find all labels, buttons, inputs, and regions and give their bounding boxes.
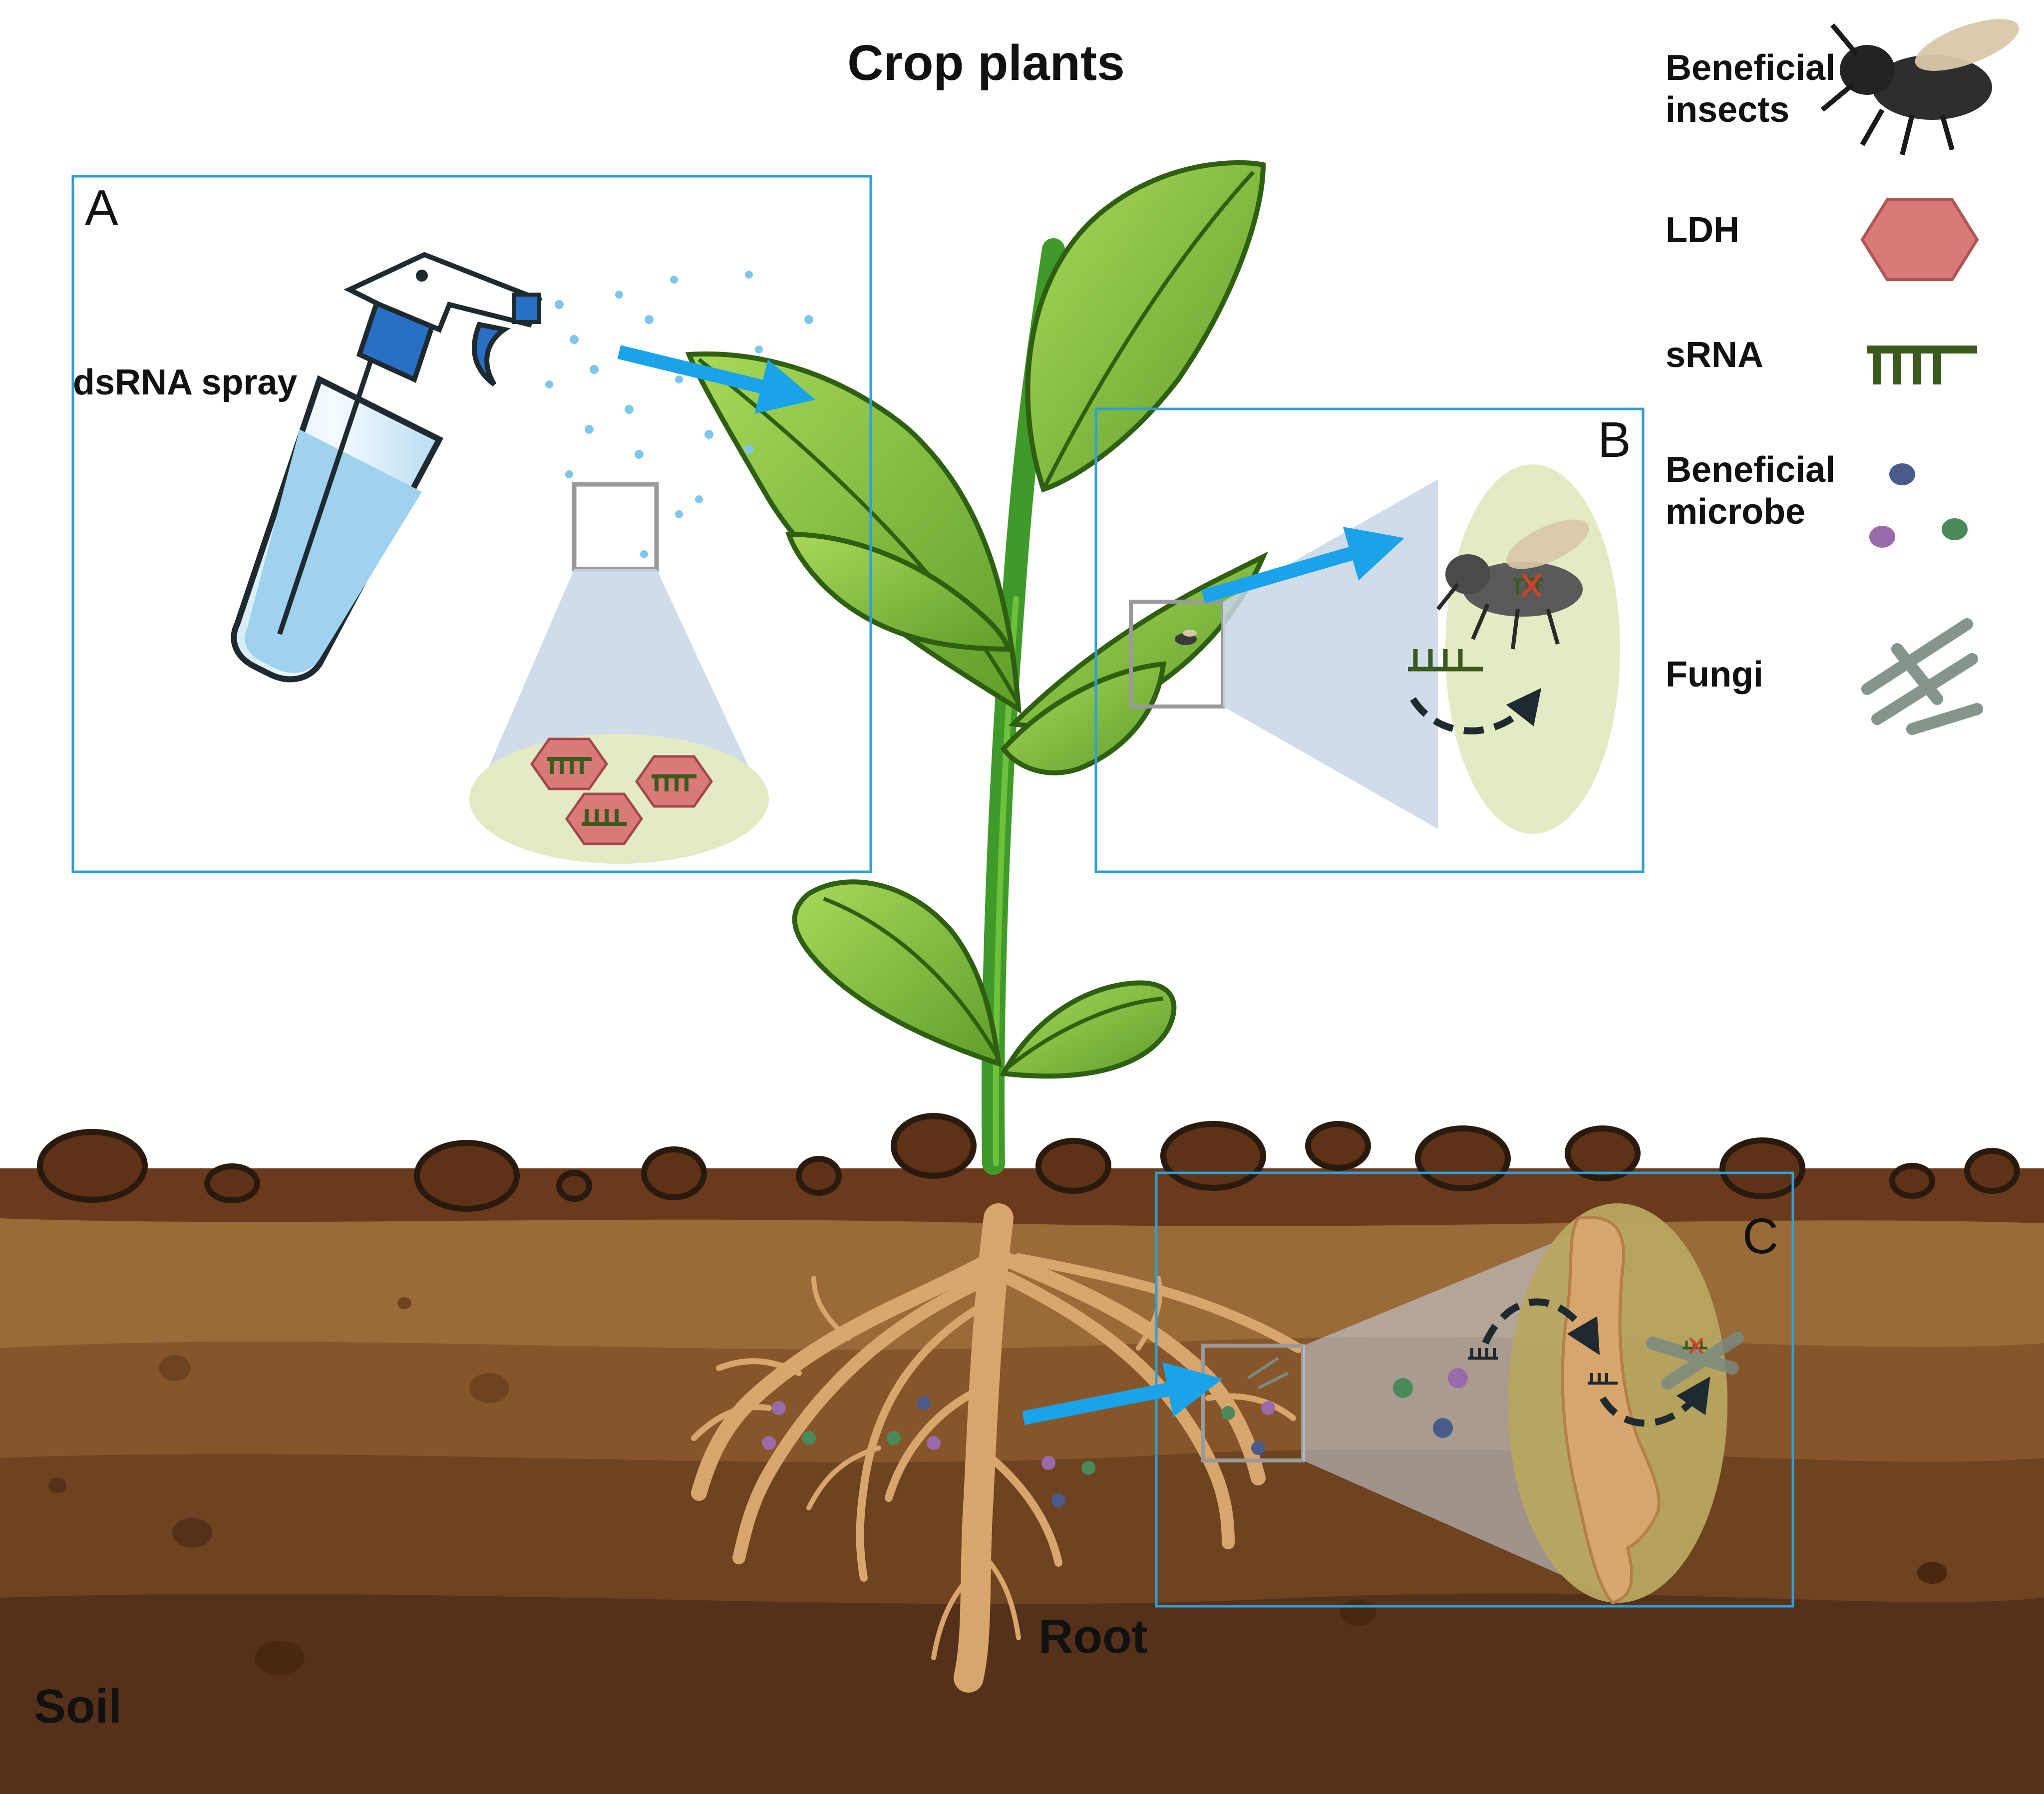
leaf-left bbox=[685, 351, 1022, 714]
bottle-nozzle bbox=[343, 252, 543, 333]
leaf-top bbox=[1025, 160, 1266, 493]
legend-label-line1: Beneficial bbox=[1666, 48, 1835, 88]
panel-a-border bbox=[71, 175, 872, 873]
zoom-view-b bbox=[1445, 464, 1620, 834]
legend-item-fungi: Fungi bbox=[1666, 618, 1983, 735]
legend: Beneficial insects LDH sRNA Beneficial m… bbox=[1666, 19, 2020, 735]
leaf-vein bbox=[823, 897, 1001, 1060]
microbe-dot bbox=[927, 1436, 941, 1450]
spray-bottle-icon bbox=[231, 252, 543, 683]
microbe-dot bbox=[1448, 1368, 1468, 1388]
soil-pebble bbox=[255, 1641, 305, 1675]
legend-item-beneficial-microbe: Beneficial microbe bbox=[1666, 450, 1968, 548]
panel-c-letter: C bbox=[1742, 1208, 1778, 1264]
panel-b-letter: B bbox=[1598, 412, 1631, 468]
microbe-dot bbox=[1051, 1493, 1065, 1507]
ldh-particle bbox=[635, 755, 713, 808]
microbe-dot bbox=[1433, 1418, 1453, 1438]
small-fly-icon bbox=[1175, 630, 1197, 645]
microbe-dot bbox=[762, 1436, 776, 1450]
dashed-arrow-b bbox=[1410, 688, 1542, 734]
legend-label-line2: microbe bbox=[1666, 492, 1805, 532]
bottle-screw bbox=[416, 270, 428, 282]
soil-pebble bbox=[159, 1355, 191, 1381]
soil-band-4 bbox=[0, 1593, 2044, 1794]
legend-label: Fungi bbox=[1666, 655, 1763, 695]
microbe-dot bbox=[1041, 1456, 1055, 1470]
bottle-tube bbox=[277, 349, 377, 635]
microbe-dot bbox=[1393, 1378, 1413, 1398]
arrow-leaf-to-insect bbox=[1201, 527, 1405, 604]
srna-mark bbox=[1468, 1348, 1498, 1360]
legend-label: sRNA bbox=[1666, 335, 1763, 375]
panel-a: A dsRNA spray bbox=[71, 175, 872, 873]
panel-b-border bbox=[1094, 407, 1645, 873]
legend-item-beneficial-insects: Beneficial insects bbox=[1666, 19, 2020, 156]
fly-icon bbox=[1820, 19, 2020, 156]
legend-label-line2: insects bbox=[1666, 90, 1789, 130]
panel-a-letter: A bbox=[85, 180, 118, 236]
spray-label: dsRNA spray bbox=[73, 362, 297, 402]
microbe-dot bbox=[917, 1396, 931, 1410]
microbe-dot bbox=[887, 1431, 901, 1445]
hexagon-icon bbox=[1860, 198, 1979, 281]
leaf-vein bbox=[1002, 997, 1164, 1073]
legend-label: Beneficial microbe bbox=[1666, 450, 1845, 532]
soil-pebble bbox=[397, 1297, 411, 1309]
arrow-root-to-zoom bbox=[1022, 1362, 1223, 1425]
soil-pebble bbox=[48, 1477, 66, 1493]
small-fungi-icon bbox=[1247, 1357, 1289, 1390]
legend-item-ldh: LDH bbox=[1666, 198, 1979, 281]
diagram-title: Crop plants bbox=[847, 35, 1125, 91]
soil-pebble bbox=[1340, 1600, 1376, 1626]
bottle-tip bbox=[512, 293, 541, 324]
x-mark bbox=[1689, 1337, 1703, 1354]
microbe-dot bbox=[1081, 1461, 1095, 1475]
legend-item-srna: sRNA bbox=[1666, 335, 1977, 384]
ldh-particle bbox=[530, 737, 609, 790]
srna-comb-icon bbox=[1867, 346, 1977, 384]
dashed-arrow-c1 bbox=[1482, 1298, 1600, 1356]
microbe-dot bbox=[1221, 1406, 1235, 1420]
srna-mark bbox=[1588, 1373, 1618, 1385]
microbe-dot bbox=[772, 1401, 786, 1415]
zoom-cone-a bbox=[479, 569, 759, 789]
legend-label-line1: Beneficial bbox=[1666, 450, 1835, 490]
leaf-bottom bbox=[792, 879, 1002, 1068]
root-microbes bbox=[762, 1396, 1095, 1507]
fungi-hyphae-icon bbox=[1646, 1332, 1744, 1390]
microbe-dots-icon bbox=[1869, 463, 1968, 548]
srna-mark bbox=[1408, 649, 1483, 672]
fly-icon bbox=[1436, 519, 1589, 650]
soil-label: Soil bbox=[34, 1680, 122, 1733]
bottle-trigger bbox=[472, 322, 511, 386]
ldh-particle bbox=[565, 792, 644, 845]
panel-c: C bbox=[1155, 1171, 1794, 1608]
fungi-hyphae-icon bbox=[1861, 618, 1983, 735]
legend-label: LDH bbox=[1666, 210, 1739, 250]
dashed-arrow-c2 bbox=[1599, 1376, 1710, 1427]
zoom-cone-b bbox=[1223, 479, 1438, 829]
leaf-b-left bbox=[785, 531, 1012, 652]
leaf-bottom-right bbox=[1000, 980, 1177, 1079]
spray-droplets bbox=[545, 271, 813, 558]
arrow-spray-to-leaf bbox=[617, 345, 816, 414]
panel-b: B bbox=[1094, 407, 1645, 873]
microbe-dot bbox=[1261, 1401, 1275, 1415]
plant bbox=[685, 160, 1269, 1175]
root-label: Root bbox=[1038, 1610, 1148, 1663]
leaf-vein bbox=[1041, 171, 1255, 490]
soil-pebble bbox=[469, 1373, 509, 1403]
microbe-dot bbox=[1251, 1441, 1265, 1455]
microbe-dot bbox=[802, 1431, 816, 1445]
soil-pebble bbox=[172, 1518, 212, 1548]
legend-label: Beneficial insects bbox=[1666, 48, 1845, 130]
soil bbox=[0, 1113, 2044, 1794]
soil-pebble bbox=[1917, 1562, 1947, 1584]
